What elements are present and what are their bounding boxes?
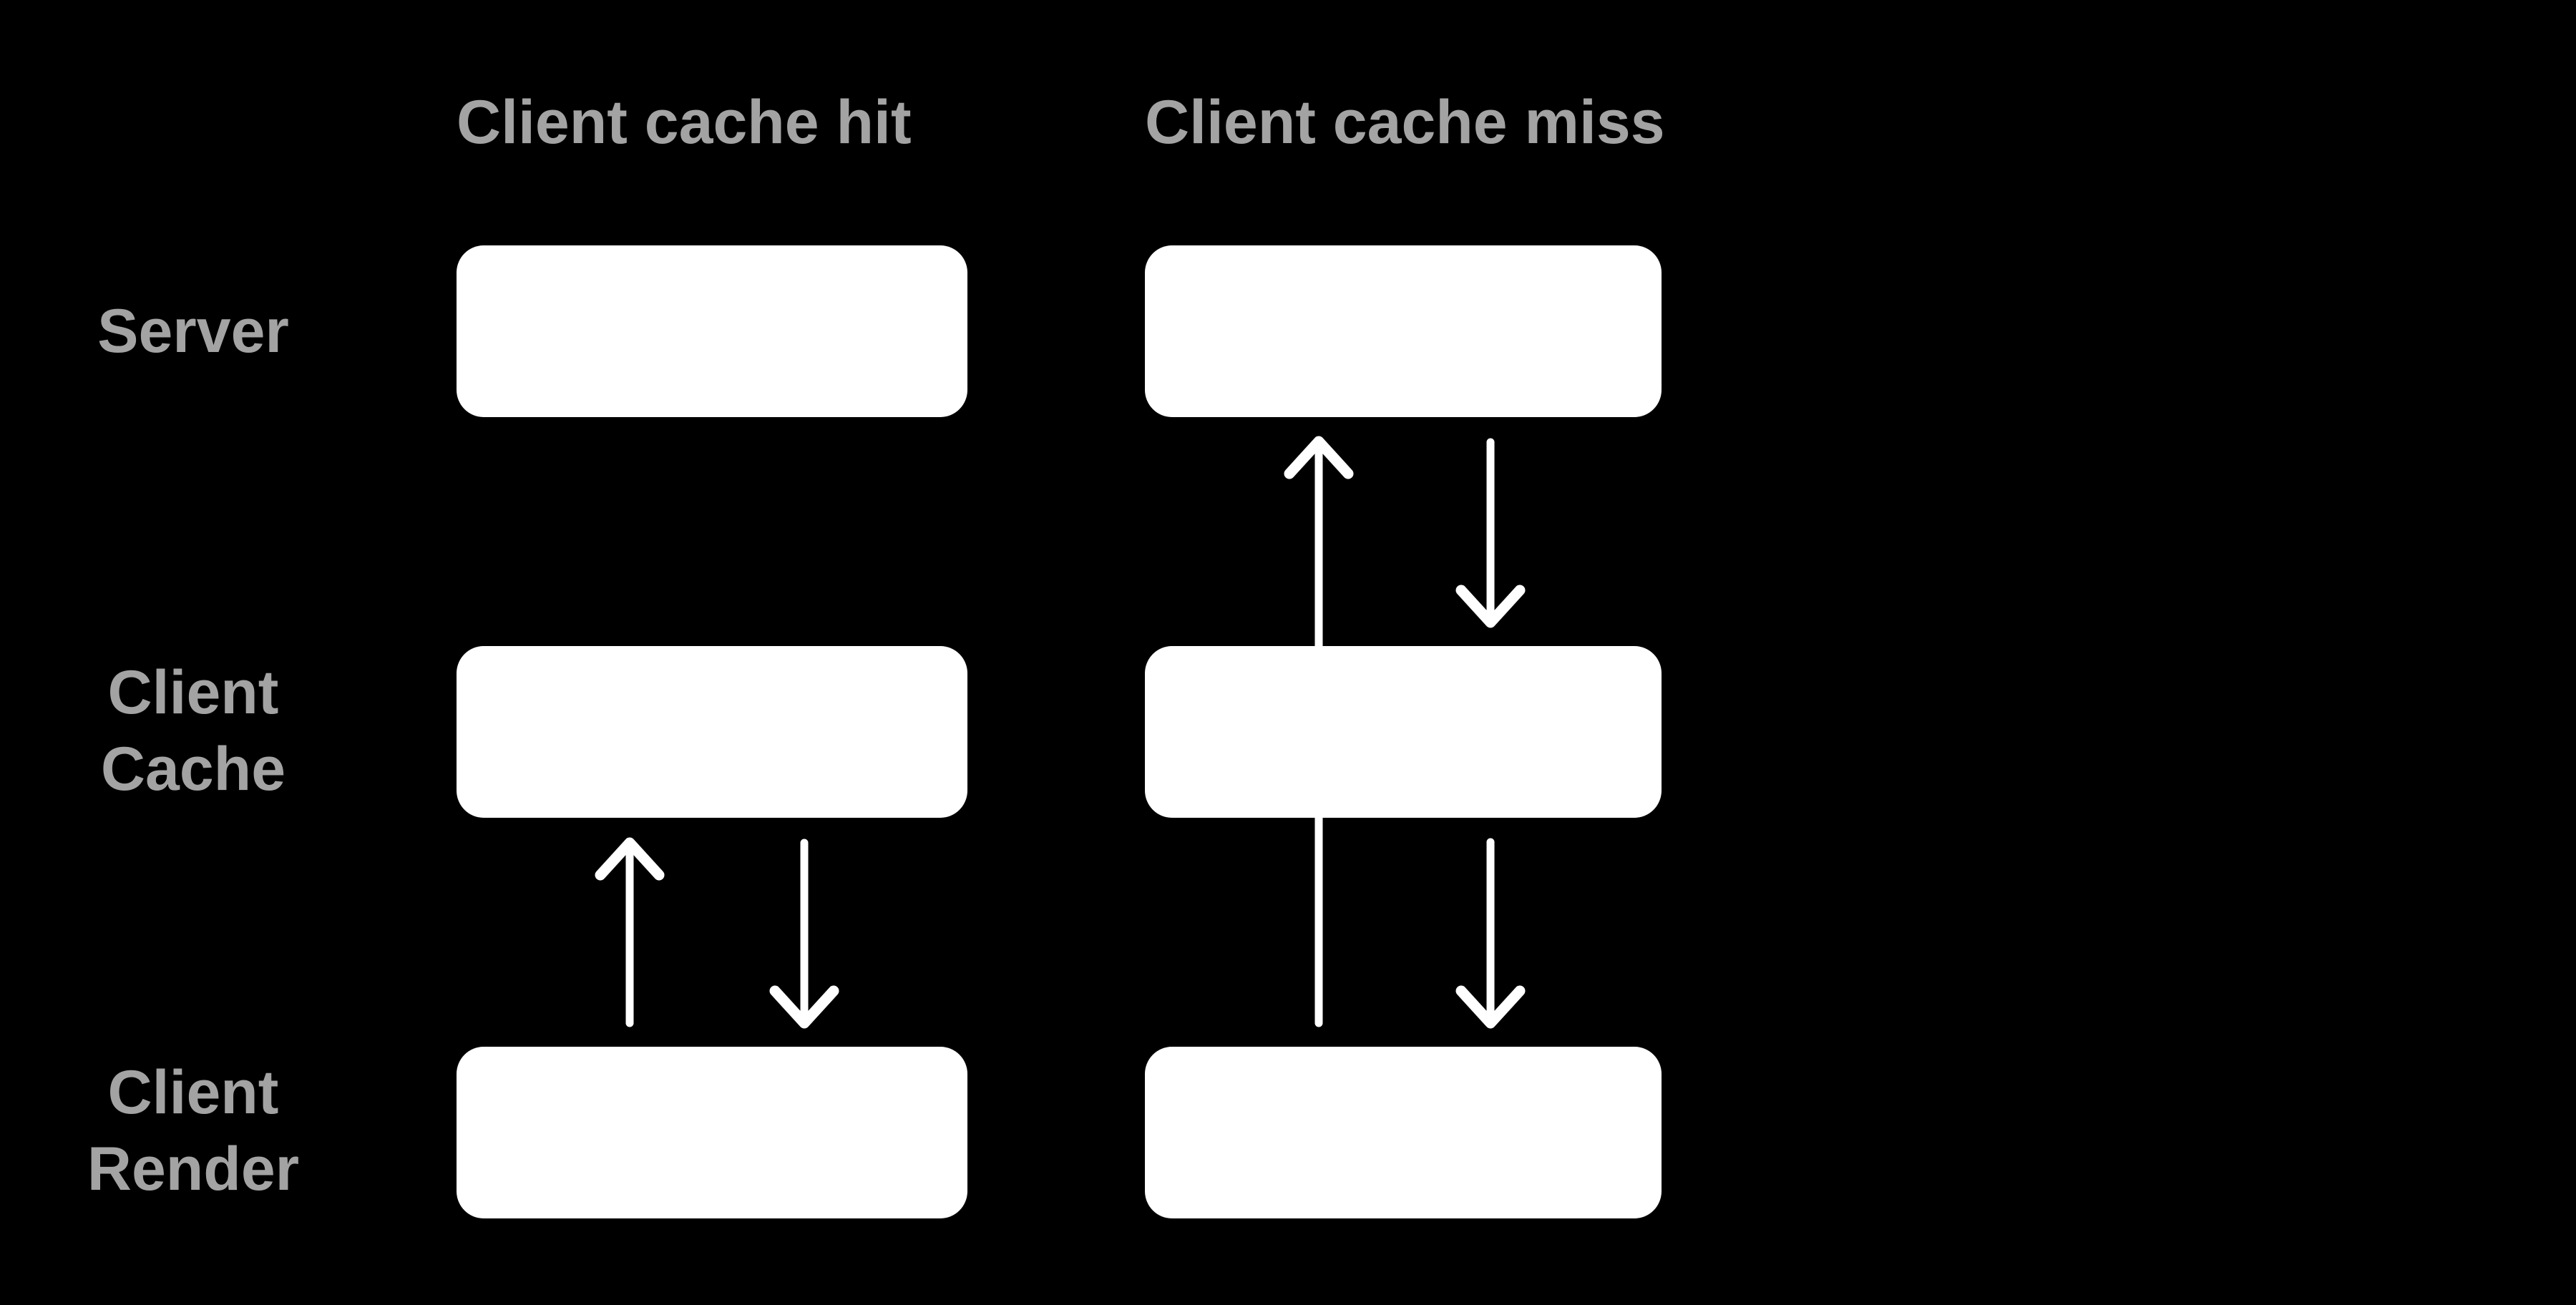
box-cache-miss-client-render bbox=[1145, 1047, 1662, 1218]
row-label-line: Client bbox=[107, 658, 279, 727]
column-header-cache-hit: Client cache hit bbox=[457, 88, 912, 157]
box-cache-miss-client-cache bbox=[1145, 646, 1662, 818]
arrow-miss-cache-to-render-down bbox=[1455, 838, 1526, 1029]
row-label-line: Server bbox=[97, 297, 289, 366]
row-label-client-render: Client Render bbox=[43, 1055, 343, 1208]
row-label-line: Render bbox=[87, 1135, 300, 1203]
row-label-client-cache: Client Cache bbox=[43, 655, 343, 808]
arrow-hit-render-to-cache-up bbox=[595, 837, 665, 1027]
arrow-hit-cache-to-render-down bbox=[769, 839, 839, 1029]
row-label-line: Cache bbox=[100, 735, 286, 803]
box-cache-hit-client-cache bbox=[457, 646, 967, 818]
box-cache-hit-client-render bbox=[457, 1047, 967, 1218]
box-cache-miss-server bbox=[1145, 245, 1662, 417]
arrow-miss-server-to-cache-down bbox=[1455, 438, 1526, 628]
box-cache-hit-server bbox=[457, 245, 967, 417]
row-label-line: Client bbox=[107, 1058, 279, 1127]
row-label-server: Server bbox=[43, 300, 343, 362]
column-header-cache-miss: Client cache miss bbox=[1145, 88, 1665, 157]
